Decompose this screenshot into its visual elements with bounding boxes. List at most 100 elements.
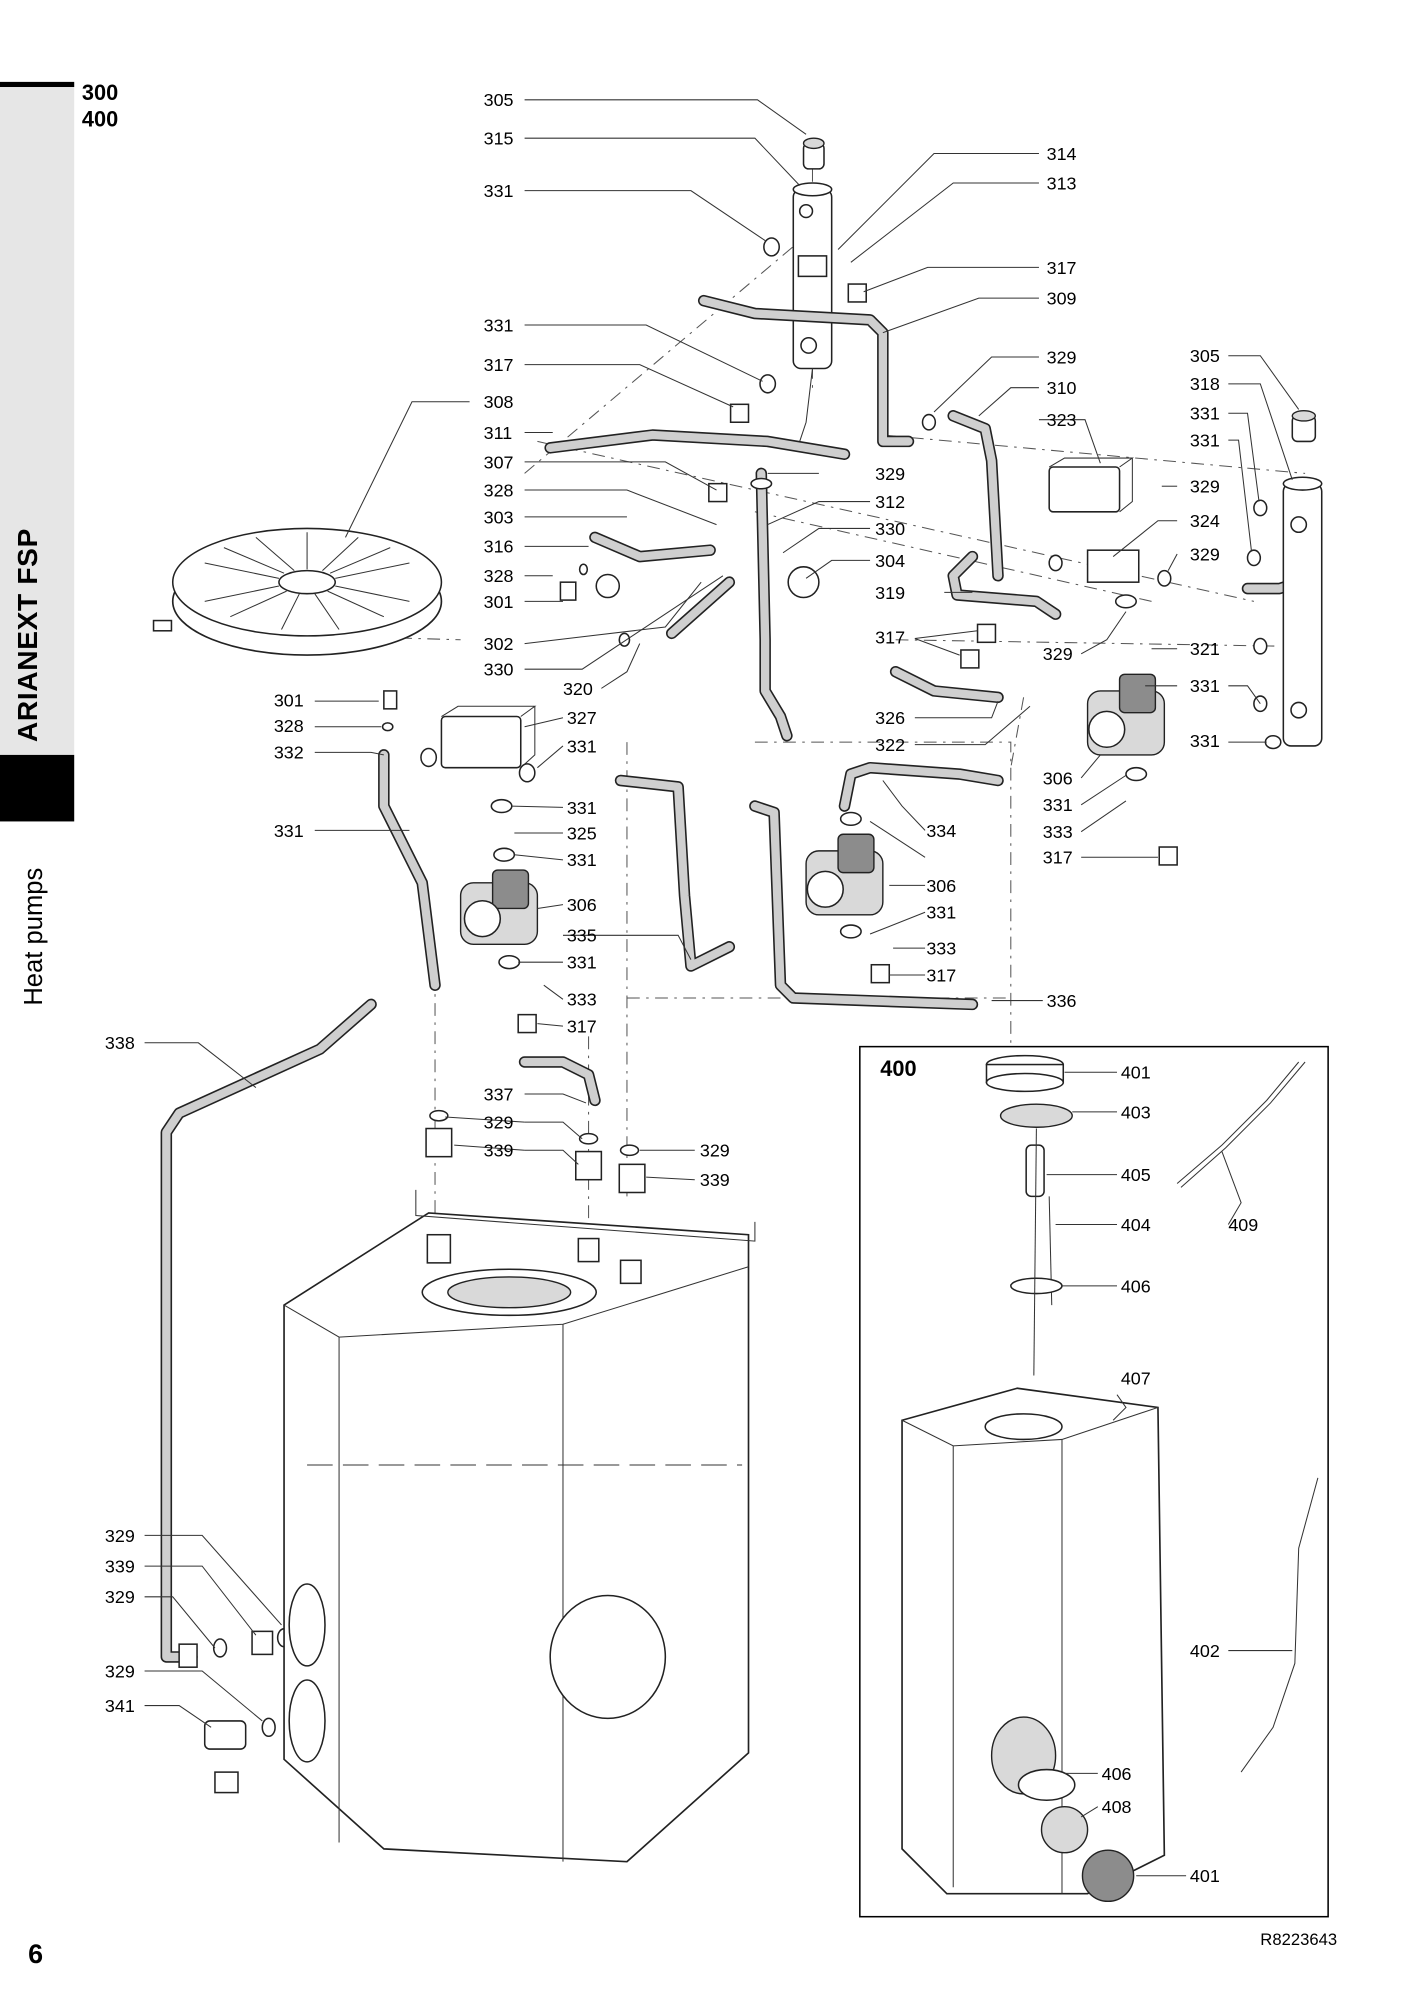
callout-403: 403 <box>1121 1102 1151 1122</box>
callout-331: 331 <box>484 181 514 201</box>
callout-306: 306 <box>567 895 597 915</box>
callout-331: 331 <box>1043 795 1073 815</box>
callout-329: 329 <box>105 1661 135 1681</box>
callout-331: 331 <box>1190 404 1220 424</box>
inset-title: 400 <box>880 1056 917 1082</box>
callout-317: 317 <box>567 1017 597 1037</box>
callout-329: 329 <box>484 1113 514 1133</box>
callout-331: 331 <box>567 850 597 870</box>
callout-301: 301 <box>274 690 304 710</box>
callout-332: 332 <box>274 743 304 763</box>
callout-311: 311 <box>484 423 513 443</box>
callout-409: 409 <box>1228 1215 1258 1235</box>
callout-341: 341 <box>105 1696 135 1716</box>
callout-317: 317 <box>875 628 905 648</box>
callout-326: 326 <box>875 708 905 728</box>
callout-315: 315 <box>484 129 514 149</box>
callout-330: 330 <box>484 660 514 680</box>
callout-335: 335 <box>567 926 597 946</box>
callout-318: 318 <box>1190 374 1220 394</box>
callout-306: 306 <box>1043 768 1073 788</box>
sidebar-top-bar <box>0 81 75 88</box>
callout-336: 336 <box>1047 991 1077 1011</box>
callout-328: 328 <box>274 716 304 736</box>
callout-401: 401 <box>1190 1866 1220 1886</box>
expansion-vessel <box>152 527 443 656</box>
callout-339: 339 <box>105 1557 135 1577</box>
main-tank <box>283 1189 756 1863</box>
callout-338: 338 <box>105 1033 135 1053</box>
callout-331: 331 <box>1190 676 1220 696</box>
callout-305: 305 <box>484 90 514 110</box>
air-separator-column <box>792 137 833 442</box>
callout-406: 406 <box>1102 1764 1132 1784</box>
secondary-column <box>1282 410 1323 747</box>
callout-317: 317 <box>484 355 514 375</box>
callout-317: 317 <box>1047 258 1077 278</box>
callout-317: 317 <box>1043 848 1073 868</box>
callout-308: 308 <box>484 392 514 412</box>
callout-327: 327 <box>567 708 597 728</box>
callout-330: 330 <box>875 519 905 539</box>
callout-324: 324 <box>1190 511 1220 531</box>
callout-405: 405 <box>1121 1165 1151 1185</box>
callout-325: 325 <box>567 823 597 843</box>
callout-307: 307 <box>484 452 514 472</box>
model-400: 400 <box>81 107 119 132</box>
callout-401: 401 <box>1121 1063 1151 1083</box>
callout-404: 404 <box>1121 1215 1151 1235</box>
callout-337: 337 <box>484 1084 514 1104</box>
callout-312: 312 <box>875 492 905 512</box>
callout-303: 303 <box>484 507 514 527</box>
callout-331: 331 <box>567 736 597 756</box>
callout-333: 333 <box>926 939 956 959</box>
model-300: 300 <box>81 80 119 105</box>
callout-329: 329 <box>875 464 905 484</box>
callout-301: 301 <box>484 592 514 612</box>
callout-304: 304 <box>875 551 905 571</box>
leader-lines <box>144 99 1300 1877</box>
sidebar-background <box>0 83 75 755</box>
callout-329: 329 <box>1190 544 1220 564</box>
callout-331: 331 <box>1190 731 1220 751</box>
callout-310: 310 <box>1047 378 1077 398</box>
pipes <box>160 294 1305 1663</box>
callout-322: 322 <box>875 735 905 755</box>
callout-302: 302 <box>484 634 514 654</box>
circulation-pumps <box>459 673 1166 945</box>
callout-408: 408 <box>1102 1797 1132 1817</box>
callout-329: 329 <box>105 1526 135 1546</box>
callout-331: 331 <box>1190 431 1220 451</box>
callout-329: 329 <box>1047 347 1077 367</box>
callout-331: 331 <box>926 903 956 923</box>
callout-labels: 305 315 331 314 313 317 309 331 317 329 … <box>105 90 1258 1886</box>
callout-329: 329 <box>105 1587 135 1607</box>
callout-314: 314 <box>1047 144 1077 164</box>
callout-339: 339 <box>484 1141 514 1161</box>
callout-323: 323 <box>1047 410 1077 430</box>
callout-339: 339 <box>700 1170 730 1190</box>
callout-313: 313 <box>1047 173 1077 193</box>
tank-fittings <box>178 1127 646 1794</box>
page-number: 6 <box>28 1939 44 1970</box>
callout-329: 329 <box>1043 644 1073 664</box>
inset-400 <box>859 1045 1329 1918</box>
callout-331: 331 <box>567 953 597 973</box>
model-list: 300 400 <box>82 79 118 133</box>
callout-317: 317 <box>926 965 956 985</box>
callout-329: 329 <box>700 1141 730 1161</box>
callout-407: 407 <box>1121 1368 1151 1388</box>
callout-329: 329 <box>1190 477 1220 497</box>
callout-331: 331 <box>484 315 514 335</box>
callout-309: 309 <box>1047 289 1077 309</box>
callout-321: 321 <box>1190 639 1220 659</box>
callout-331: 331 <box>567 798 597 818</box>
callout-331: 331 <box>274 821 304 841</box>
callout-306: 306 <box>926 876 956 896</box>
valves-and-actuators <box>383 283 1178 1034</box>
callout-316: 316 <box>484 537 514 557</box>
callout-406: 406 <box>1121 1276 1151 1296</box>
callout-334: 334 <box>926 821 956 841</box>
callout-402: 402 <box>1190 1641 1220 1661</box>
